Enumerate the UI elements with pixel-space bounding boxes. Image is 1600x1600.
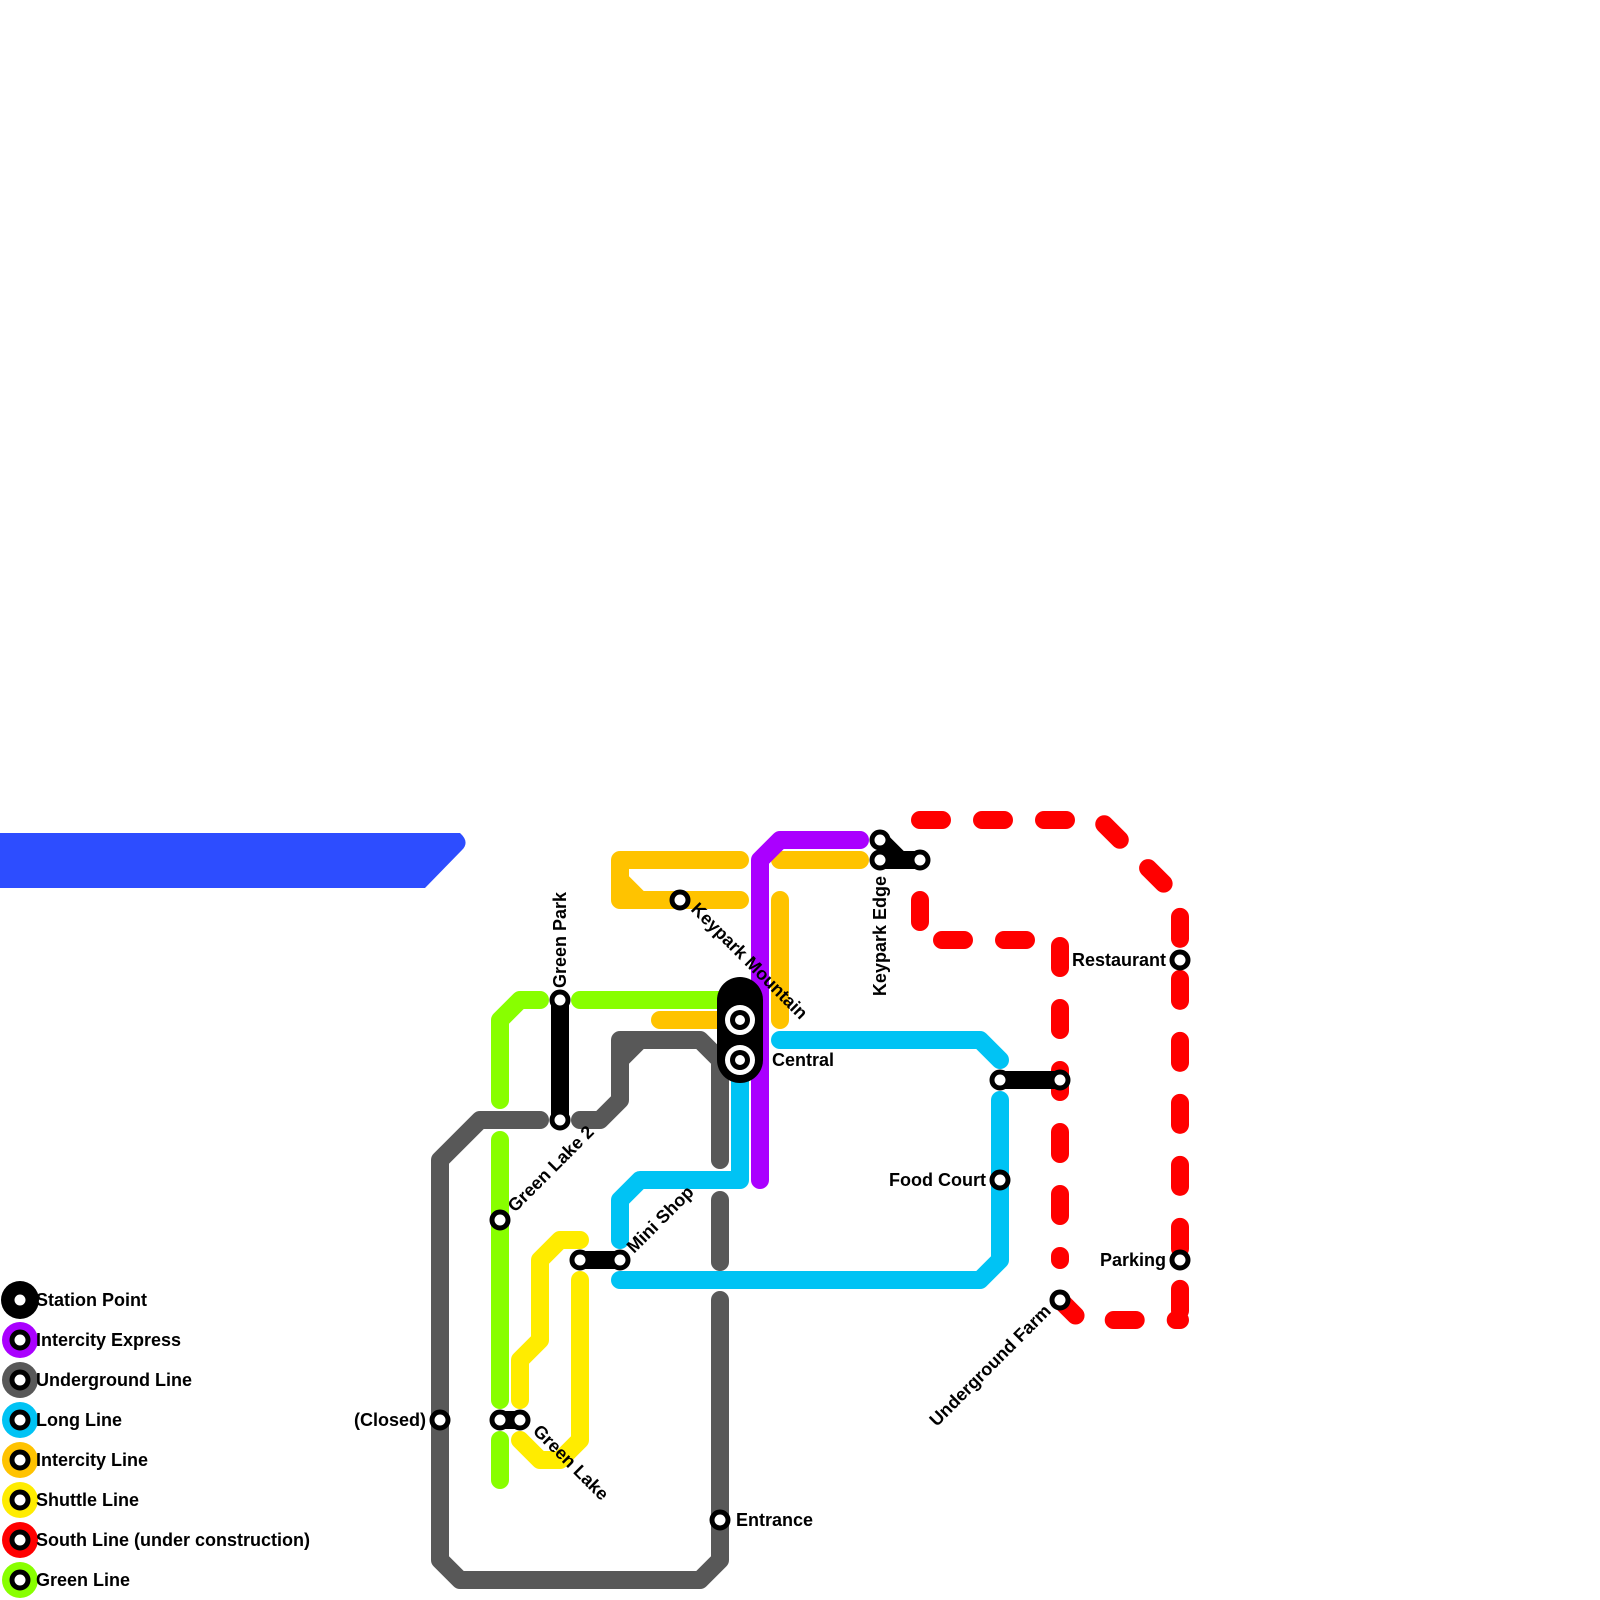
label-underground-farm: Underground Farm (925, 1301, 1054, 1430)
label-closed: (Closed) (354, 1410, 426, 1430)
water-body (0, 833, 466, 888)
stations (429, 829, 1191, 1531)
label-keypark-edge: Keypark Edge (870, 876, 890, 996)
legend-station-icon (9, 1369, 31, 1391)
legend-item-shuttle-line: Shuttle Line (2, 1482, 139, 1518)
legend-item-south-line: South Line (under construction) (2, 1522, 310, 1558)
station-labels: Green Park Keypark Mountain Keypark Edge… (354, 876, 1166, 1530)
label-restaurant: Restaurant (1072, 950, 1166, 970)
station-keypark-edge-right[interactable] (909, 849, 931, 871)
legend-label: Shuttle Line (36, 1490, 139, 1510)
station-underground-farm[interactable] (1049, 1289, 1071, 1311)
legend-label: Long Line (36, 1410, 122, 1430)
station-central-upper[interactable] (719, 999, 761, 1041)
green-line (491, 991, 729, 1489)
label-central: Central (772, 1050, 834, 1070)
station-parking[interactable] (1169, 1249, 1191, 1271)
underground-line (431, 1031, 729, 1589)
station-keypark-edge[interactable] (869, 849, 891, 871)
station-green-lake-right[interactable] (509, 1409, 531, 1431)
legend-label: Intercity Express (36, 1330, 181, 1350)
legend-station-icon (9, 1409, 31, 1431)
legend-label: Intercity Line (36, 1450, 148, 1470)
label-green-lake-2: Green Lake 2 (504, 1122, 598, 1216)
legend-station-icon (9, 1449, 31, 1471)
label-parking: Parking (1100, 1250, 1166, 1270)
legend-station-icon (9, 1329, 31, 1351)
station-mini-shop-left[interactable] (569, 1249, 591, 1271)
legend-item-long-line: Long Line (2, 1402, 122, 1438)
station-green-lake-2-lower[interactable] (489, 1209, 511, 1231)
station-green-park[interactable] (549, 989, 571, 1011)
legend-item-station-point: Station Point (1, 1281, 147, 1319)
station-food-court-top[interactable] (989, 1069, 1011, 1091)
legend-item-green-line: Green Line (2, 1562, 130, 1598)
label-food-court: Food Court (889, 1170, 986, 1190)
station-food-court-top-right[interactable] (1049, 1069, 1071, 1091)
legend-label: Station Point (36, 1290, 147, 1310)
legend-label: South Line (under construction) (36, 1530, 310, 1550)
station-closed[interactable] (429, 1409, 451, 1431)
station-keypark-edge-top[interactable] (869, 829, 891, 851)
station-food-court[interactable] (989, 1169, 1011, 1191)
legend-station-icon (9, 1569, 31, 1591)
station-keypark-mountain[interactable] (669, 889, 691, 911)
station-green-lake-2[interactable] (549, 1109, 571, 1131)
legend-station-icon (9, 1289, 31, 1311)
legend-station-icon (9, 1529, 31, 1551)
legend-item-intercity-line: Intercity Line (2, 1442, 148, 1478)
station-green-lake[interactable] (489, 1409, 511, 1431)
station-restaurant[interactable] (1169, 949, 1191, 971)
label-green-park: Green Park (550, 891, 570, 988)
station-mini-shop[interactable] (609, 1249, 631, 1271)
legend-label: Underground Line (36, 1370, 192, 1390)
long-line (611, 1031, 1009, 1289)
legend-item-intercity-express: Intercity Express (2, 1322, 181, 1358)
shuttle-line (511, 1231, 589, 1469)
south-line (911, 811, 1189, 1329)
station-entrance[interactable] (709, 1509, 731, 1531)
legend-label: Green Line (36, 1570, 130, 1590)
station-central[interactable] (719, 1039, 761, 1081)
legend-item-underground-line: Underground Line (2, 1362, 192, 1398)
legend-station-icon (9, 1489, 31, 1511)
label-entrance: Entrance (736, 1510, 813, 1530)
